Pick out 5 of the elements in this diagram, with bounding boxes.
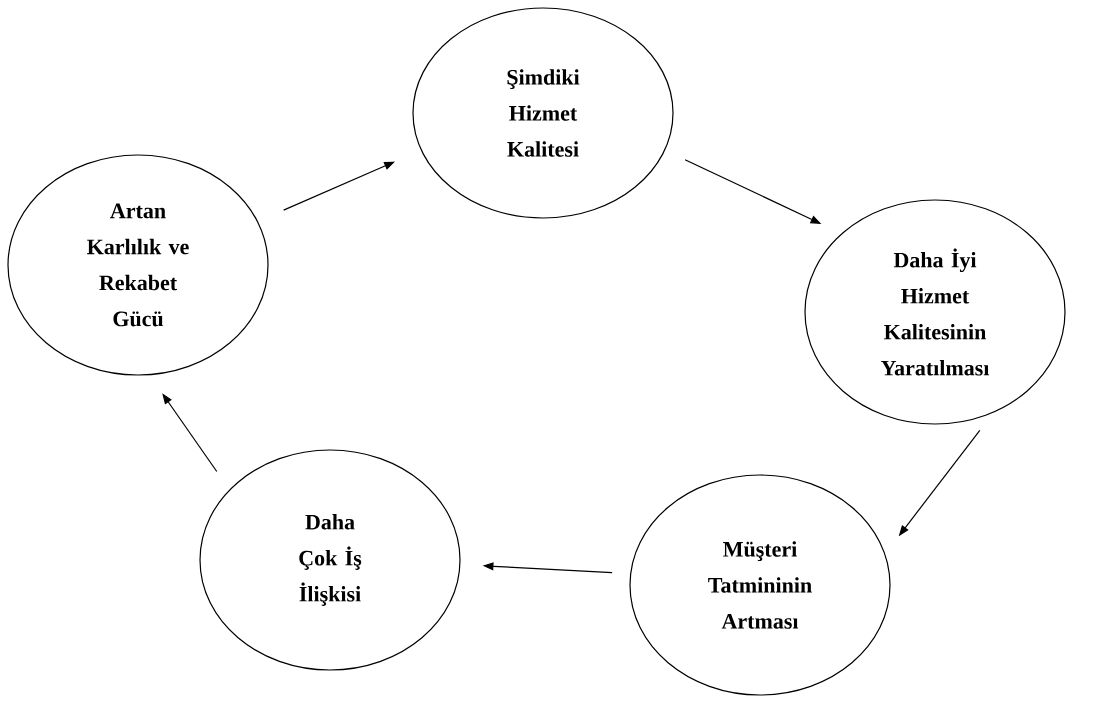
ellipse-node: Daha İyi Hizmet Kalitesinin Yaratılması	[804, 199, 1066, 425]
ellipse-node: Daha Çok İş İlişkisi	[199, 449, 461, 671]
ellipse-node: Şimdiki Hizmet Kalitesi	[412, 7, 674, 219]
ellipse-node: Müşteri Tatmininin Artması	[629, 474, 891, 696]
ellipse-node: Artan Karlılık ve Rekabet Gücü	[7, 154, 269, 376]
